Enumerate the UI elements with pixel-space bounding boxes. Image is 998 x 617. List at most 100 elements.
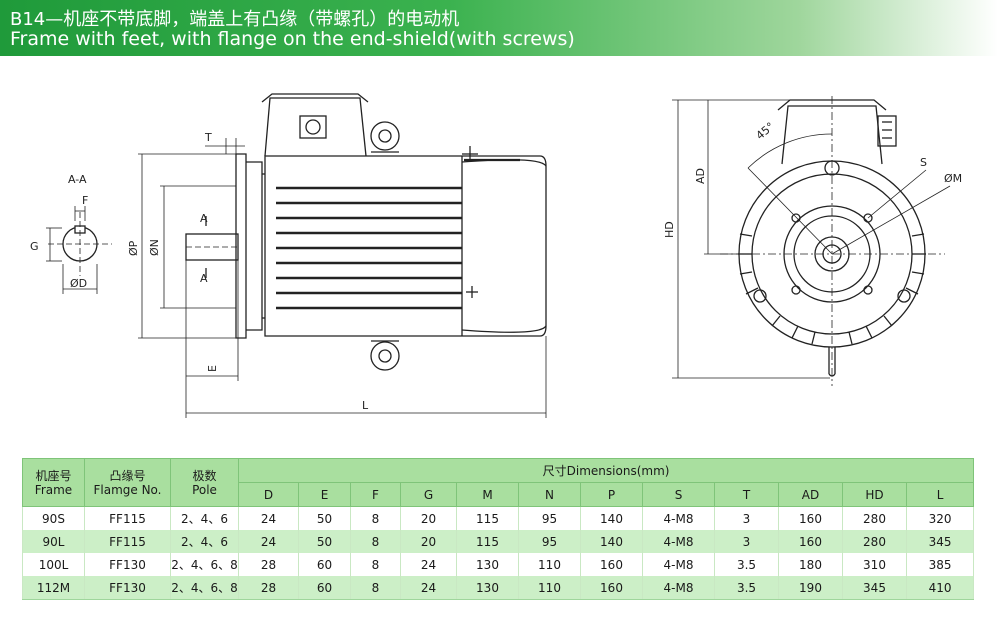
- cell-value: 385: [905, 553, 975, 576]
- cell-value: 3: [714, 530, 779, 553]
- cell-frame: 112M: [22, 576, 85, 600]
- cell-value: 130: [456, 576, 519, 600]
- motor-drawing: A-A F G ØD T A A ØP ØN E L HD AD 45° S Ø…: [30, 93, 962, 418]
- cell-flange: FF115: [84, 506, 171, 530]
- label-section: A-A: [68, 173, 87, 186]
- cell-value: 95: [518, 530, 581, 553]
- cell-value: 115: [456, 506, 519, 530]
- label-g: G: [30, 240, 39, 253]
- header-dim: L: [905, 482, 975, 507]
- label-n: ØN: [148, 239, 161, 256]
- cell-value: 60: [298, 576, 351, 600]
- cell-value: 28: [238, 576, 299, 600]
- cell-pole: 2、4、6: [170, 506, 239, 530]
- table-row: 90L FF115 2、4、6 24 50 8 20 115 95 140 4-…: [22, 530, 975, 553]
- cell-frame: 100L: [22, 553, 85, 576]
- cell-value: 8: [350, 530, 401, 553]
- label-angle: 45°: [754, 120, 777, 142]
- table-header-row-2: D E F G M N P S T AD HD L: [23, 482, 975, 507]
- title-banner: B14—机座不带底脚，端盖上有凸缘（带螺孔）的电动机 Frame with fe…: [0, 0, 998, 56]
- header-dimensions: 尺寸Dimensions(mm): [237, 458, 975, 483]
- header-dim: E: [298, 482, 351, 507]
- cell-value: 8: [350, 576, 401, 600]
- header-dim: T: [714, 482, 779, 507]
- cell-value: 310: [842, 553, 907, 576]
- cell-value: 3.5: [714, 576, 779, 600]
- label-d: ØD: [70, 277, 87, 290]
- label-hd: HD: [663, 221, 676, 238]
- shaft-section-view: [46, 206, 112, 294]
- cell-value: 160: [778, 506, 843, 530]
- cell-value: 410: [905, 576, 975, 600]
- cell-value: 115: [456, 530, 519, 553]
- cell-value: 140: [580, 530, 643, 553]
- cell-value: 8: [350, 506, 401, 530]
- label-p: ØP: [127, 240, 140, 256]
- cell-frame: 90S: [22, 506, 85, 530]
- header-flange: 凸缘号 Flamge No.: [84, 458, 171, 507]
- cell-value: 4-M8: [642, 553, 715, 576]
- cell-value: 190: [778, 576, 843, 600]
- header-dim: HD: [842, 482, 907, 507]
- cell-pole: 2、4、6、8: [170, 576, 239, 600]
- header-dim: F: [350, 482, 401, 507]
- cell-value: 4-M8: [642, 576, 715, 600]
- table-header-row-1: 机座号 Frame 凸缘号 Flamge No. 极数 Pole 尺寸Dimen…: [22, 458, 975, 507]
- cell-value: 110: [518, 553, 581, 576]
- label-t: T: [204, 131, 212, 144]
- title-chinese: B14—机座不带底脚，端盖上有凸缘（带螺孔）的电动机: [10, 9, 460, 30]
- cell-flange: FF115: [84, 530, 171, 553]
- cell-value: 320: [905, 506, 975, 530]
- cell-flange: FF130: [84, 576, 171, 600]
- cell-flange: FF130: [84, 553, 171, 576]
- cell-value: 160: [580, 553, 643, 576]
- cell-value: 24: [400, 576, 457, 600]
- label-ad: AD: [694, 168, 707, 184]
- cell-value: 280: [842, 506, 907, 530]
- cell-value: 180: [778, 553, 843, 576]
- table-row: 100L FF130 2、4、6、8 28 60 8 24 130 110 16…: [22, 553, 975, 576]
- cell-value: 3: [714, 506, 779, 530]
- cell-value: 110: [518, 576, 581, 600]
- cell-value: 3.5: [714, 553, 779, 576]
- cell-value: 95: [518, 506, 581, 530]
- cell-value: 4-M8: [642, 506, 715, 530]
- cell-value: 4-M8: [642, 530, 715, 553]
- cell-value: 345: [842, 576, 907, 600]
- cell-value: 160: [778, 530, 843, 553]
- header-dim: N: [518, 482, 581, 507]
- cell-value: 20: [400, 530, 457, 553]
- label-l: L: [362, 399, 369, 412]
- label-s: S: [920, 156, 927, 169]
- label-m: ØM: [944, 172, 962, 185]
- header-dim: P: [580, 482, 643, 507]
- cell-value: 345: [905, 530, 975, 553]
- cell-value: 130: [456, 553, 519, 576]
- cell-value: 24: [238, 530, 299, 553]
- header-dim: AD: [778, 482, 843, 507]
- header-dim: M: [456, 482, 519, 507]
- header-dim: G: [400, 482, 457, 507]
- cell-value: 20: [400, 506, 457, 530]
- dimension-table: 机座号 Frame 凸缘号 Flamge No. 极数 Pole 尺寸Dimen…: [22, 458, 975, 600]
- cell-frame: 90L: [22, 530, 85, 553]
- cell-pole: 2、4、6、8: [170, 553, 239, 576]
- table-row: 90S FF115 2、4、6 24 50 8 20 115 95 140 4-…: [22, 506, 975, 530]
- header-frame: 机座号 Frame: [22, 458, 85, 507]
- label-a-bottom: A: [200, 272, 208, 285]
- cell-value: 280: [842, 530, 907, 553]
- cell-value: 28: [238, 553, 299, 576]
- cell-pole: 2、4、6: [170, 530, 239, 553]
- cell-value: 60: [298, 553, 351, 576]
- cell-value: 140: [580, 506, 643, 530]
- header-dim: D: [238, 482, 299, 507]
- label-e: E: [206, 365, 219, 372]
- cell-value: 8: [350, 553, 401, 576]
- label-a-top: A: [200, 212, 208, 225]
- motor-side-view: [138, 93, 547, 418]
- cell-value: 50: [298, 530, 351, 553]
- cell-value: 24: [400, 553, 457, 576]
- title-english: Frame with feet, with flange on the end-…: [10, 28, 575, 50]
- cell-value: 160: [580, 576, 643, 600]
- label-f: F: [82, 194, 88, 207]
